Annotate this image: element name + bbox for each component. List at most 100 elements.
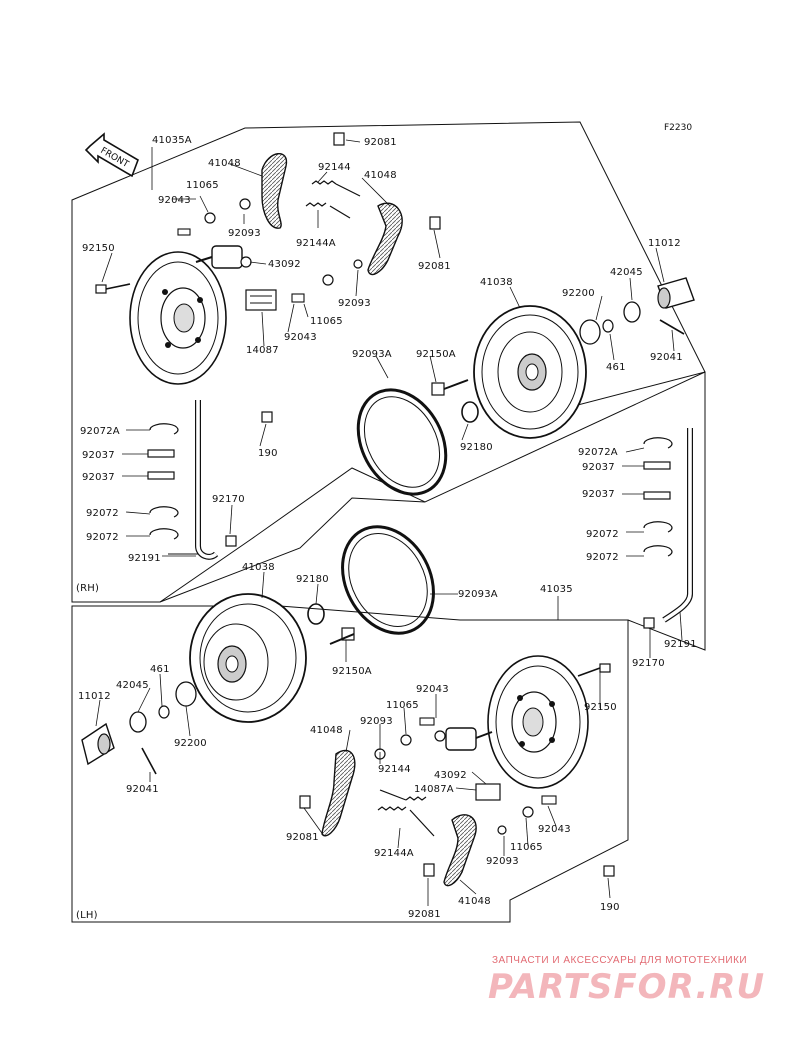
lh-backing-plate (487, 655, 589, 789)
label-92170: 92170 (212, 494, 245, 505)
label-92081: 92081 (286, 832, 319, 843)
mid-right-part-labels: 92072A 92037 92037 92072 92072 (578, 447, 619, 563)
section-label-lh: (LH) (76, 910, 98, 921)
label-42045: 42045 (610, 267, 643, 278)
label-461: 461 (606, 362, 626, 373)
label-11065: 11065 (386, 700, 419, 711)
label-92072: 92072 (86, 532, 119, 543)
label-92037: 92037 (582, 462, 615, 473)
label-92037: 92037 (582, 489, 615, 500)
label-41035: 41035 (540, 584, 573, 595)
label-92072A: 92072A (578, 447, 618, 458)
label-43092: 43092 (268, 259, 301, 270)
label-92072: 92072 (586, 529, 619, 540)
label-11012: 11012 (78, 691, 111, 702)
rh-clips (147, 411, 273, 547)
rh-plate-14087 (245, 289, 277, 311)
label-92150: 92150 (82, 243, 115, 254)
rh-adjusters (333, 132, 441, 230)
label-92043: 92043 (416, 684, 449, 695)
label-92093A: 92093A (352, 349, 392, 360)
lh-nuts (603, 617, 655, 877)
rh-backing-plate (129, 251, 227, 385)
rh-bolt-92150A (431, 379, 469, 396)
lh-section (81, 525, 683, 906)
rh-hub-hardware (579, 277, 695, 345)
label-11065: 11065 (310, 316, 343, 327)
rh-o-ring (461, 401, 479, 423)
rh-bolt-92150 (95, 283, 131, 294)
rh-brake-shoe-upper (261, 153, 288, 229)
label-92144: 92144 (318, 162, 351, 173)
lh-bolt-92150 (577, 663, 611, 677)
rh-wheel-cylinder (195, 245, 252, 269)
label-92150A: 92150A (416, 349, 456, 360)
figure-code: F2230 (664, 123, 692, 133)
label-41048: 41048 (364, 170, 397, 181)
watermark-tagline: ЗАПЧАСТИ И АКСЕССУАРЫ ДЛЯ МОТОТЕХНИКИ (492, 955, 747, 966)
label-92072: 92072 (586, 552, 619, 563)
rh-seal-ring (356, 388, 448, 496)
label-92037: 92037 (82, 450, 115, 461)
label-43092: 43092 (434, 770, 467, 781)
label-92081: 92081 (364, 137, 397, 148)
label-92041: 92041 (126, 784, 159, 795)
label-14087: 14087 (246, 345, 279, 356)
label-92043: 92043 (284, 332, 317, 343)
label-92170: 92170 (632, 658, 665, 669)
label-92081: 92081 (418, 261, 451, 272)
label-11012: 11012 (648, 238, 681, 249)
mid-right-clips (622, 428, 693, 623)
rh-pins-washers (177, 198, 363, 303)
label-92144: 92144 (378, 764, 411, 775)
label-190: 190 (600, 902, 620, 913)
label-41035A: 41035A (152, 135, 192, 146)
rh-leader-lines (101, 139, 675, 557)
watermark-logo: PARTSFOR.RU (488, 967, 765, 1007)
label-41048: 41048 (310, 725, 343, 736)
label-92200: 92200 (174, 738, 207, 749)
lh-bolt-92150A (329, 627, 355, 645)
lh-cable (662, 428, 693, 623)
lh-wheel-cylinder (434, 727, 493, 751)
rh-brake-shoe-lower (367, 202, 403, 276)
label-14087A: 14087A (414, 784, 454, 795)
label-92093A: 92093A (458, 589, 498, 600)
lh-part-labels: 41038 92180 92093A 41035 92150A 461 4204… (76, 562, 697, 921)
label-92093: 92093 (338, 298, 371, 309)
lh-springs (377, 789, 435, 837)
section-label-rh: (RH) (76, 583, 99, 594)
lh-o-ring (307, 603, 325, 625)
watermark: ЗАПЧАСТИ И АКСЕССУАРЫ ДЛЯ МОТОТЕХНИКИ PA… (488, 955, 765, 1007)
front-arrow-icon: FRONT (84, 132, 139, 178)
label-92043: 92043 (538, 824, 571, 835)
label-92072: 92072 (86, 508, 119, 519)
label-41038: 41038 (480, 277, 513, 288)
label-92150: 92150 (584, 702, 617, 713)
lh-brake-drum (189, 593, 307, 723)
rh-springs (305, 180, 361, 219)
lh-hub-hardware (81, 681, 197, 775)
label-461: 461 (150, 664, 170, 675)
label-92037: 92037 (82, 472, 115, 483)
lh-brake-shoe-upper (321, 749, 356, 837)
lh-adjusters (299, 795, 435, 877)
label-92180: 92180 (460, 442, 493, 453)
label-41038: 41038 (242, 562, 275, 573)
rh-section (95, 132, 695, 560)
label-92093: 92093 (486, 856, 519, 867)
lh-plate-14087A (475, 783, 501, 801)
rh-part-labels: 41035A 41048 92081 92144 41048 11065 920… (76, 135, 683, 594)
label-92150A: 92150A (332, 666, 372, 677)
label-92093: 92093 (360, 716, 393, 727)
lh-seal-ring (341, 525, 435, 635)
label-41048: 41048 (208, 158, 241, 169)
label-11065: 11065 (186, 180, 219, 191)
label-92200: 92200 (562, 288, 595, 299)
label-92144A: 92144A (374, 848, 414, 859)
label-92144A: 92144A (296, 238, 336, 249)
rh-cable (168, 400, 219, 560)
label-92180: 92180 (296, 574, 329, 585)
label-42045: 42045 (116, 680, 149, 691)
label-92041: 92041 (650, 352, 683, 363)
